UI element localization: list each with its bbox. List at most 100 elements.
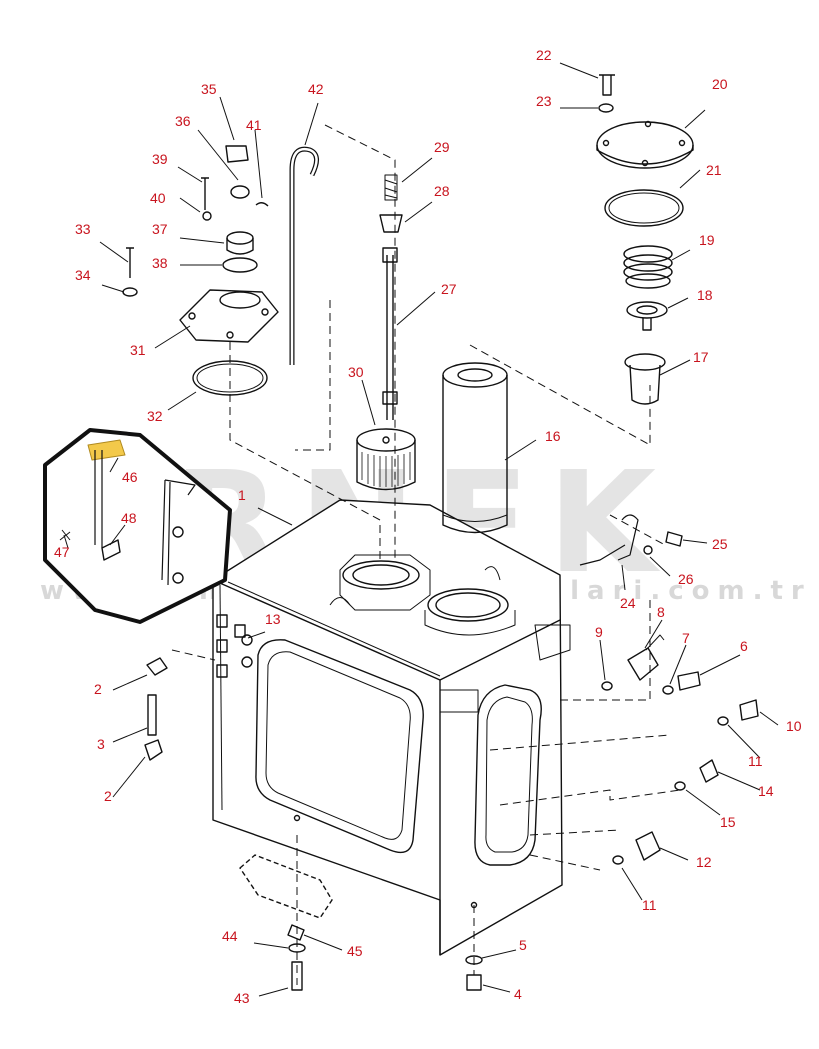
callout-29: 29 (434, 139, 450, 155)
elbow-2a (146, 657, 168, 676)
callout-40: 40 (150, 190, 166, 206)
sensor-6 (677, 671, 701, 691)
callout-28: 28 (434, 183, 450, 199)
callout-8: 8 (657, 604, 665, 620)
inset-highlight (87, 439, 126, 461)
callout-32: 32 (147, 408, 163, 424)
washer-40 (202, 211, 212, 221)
fitting-14 (699, 759, 719, 783)
bolt-33 (126, 247, 134, 278)
callout-11: 11 (642, 897, 657, 913)
callout-22: 22 (536, 47, 552, 63)
callout-39: 39 (152, 151, 168, 167)
callout-14: 14 (758, 783, 774, 799)
callout-6: 6 (740, 638, 748, 654)
skid-plate (239, 854, 333, 919)
callout-26: 26 (678, 571, 694, 587)
callout-7: 7 (682, 630, 690, 646)
callout-16: 16 (545, 428, 561, 444)
callout-48: 48 (121, 510, 137, 526)
callout-44: 44 (222, 928, 238, 944)
suction-strainer (356, 428, 416, 491)
callout-21: 21 (706, 162, 722, 178)
callout-1: 1 (238, 487, 246, 503)
spring (384, 174, 398, 201)
washer-23 (598, 103, 614, 113)
leader-lines (63, 62, 779, 997)
cover-plate (179, 289, 279, 343)
washer-44 (288, 943, 306, 953)
callout-24: 24 (620, 595, 636, 611)
callout-9: 9 (595, 624, 603, 640)
callout-12: 12 (696, 854, 712, 870)
switch-8 (627, 647, 659, 681)
callout-43: 43 (234, 990, 250, 1006)
callout-3: 3 (97, 736, 105, 752)
callout-23: 23 (536, 93, 552, 109)
inset-detail (43, 428, 232, 624)
breather-pipe (289, 146, 319, 365)
callout-18: 18 (697, 287, 713, 303)
callout-13: 13 (265, 611, 281, 627)
callout-4: 4 (514, 986, 522, 1002)
callout-30: 30 (348, 364, 364, 380)
callouts: 1 2 2 3 4 5 6 7 8 9 10 11 11 12 13 14 15… (54, 47, 802, 1006)
callout-10: 10 (786, 718, 802, 734)
drain-plug-4 (466, 974, 482, 991)
sensor-wire-24 (617, 514, 639, 561)
o-ring-7 (662, 685, 674, 695)
callout-33: 33 (75, 221, 91, 237)
callout-47: 47 (54, 544, 70, 560)
bolt-22 (599, 74, 615, 96)
filler-neck (226, 238, 254, 255)
callout-27: 27 (441, 281, 457, 297)
seal-ring (230, 185, 250, 199)
bolt-43 (291, 961, 303, 991)
callout-45: 45 (347, 943, 363, 959)
spring-19 (623, 245, 673, 289)
callout-31: 31 (130, 342, 146, 358)
callout-19: 19 (699, 232, 715, 248)
bolt-39 (201, 177, 209, 210)
callout-5: 5 (519, 937, 527, 953)
callout-34: 34 (75, 267, 91, 283)
callout-46: 46 (122, 469, 138, 485)
screw-25 (665, 531, 683, 547)
o-ring-32 (192, 360, 268, 396)
callout-17: 17 (693, 349, 709, 365)
fitting-12 (635, 831, 661, 861)
o-ring-21 (604, 189, 684, 227)
o-ring-11a (717, 716, 729, 726)
filler-cap (225, 145, 249, 163)
callout-2: 2 (104, 788, 112, 804)
callout-35: 35 (201, 81, 217, 97)
valve-18 (626, 301, 668, 331)
callout-37: 37 (152, 221, 168, 237)
elbow-10 (739, 699, 759, 721)
adapter-38 (222, 257, 258, 273)
plate-45 (287, 924, 305, 941)
strainer-17 (624, 353, 666, 405)
return-filter (442, 362, 508, 534)
callout-38: 38 (152, 255, 168, 271)
o-ring-11b (612, 855, 624, 865)
tank-body (212, 499, 571, 956)
callout-36: 36 (175, 113, 191, 129)
callout-11: 11 (748, 753, 763, 769)
spring-seat (379, 214, 403, 233)
washer-34 (122, 287, 138, 297)
tube-3 (147, 694, 157, 736)
washer-5 (465, 955, 483, 965)
elbow-2b (144, 739, 163, 761)
o-ring-15 (674, 781, 686, 791)
callout-20: 20 (712, 76, 728, 92)
clip-41 (255, 202, 269, 207)
tie-rod (382, 247, 398, 420)
callout-15: 15 (720, 814, 736, 830)
filter-cover (596, 120, 694, 169)
callout-41: 41 (246, 117, 262, 133)
callout-25: 25 (712, 536, 728, 552)
callout-42: 42 (308, 81, 324, 97)
